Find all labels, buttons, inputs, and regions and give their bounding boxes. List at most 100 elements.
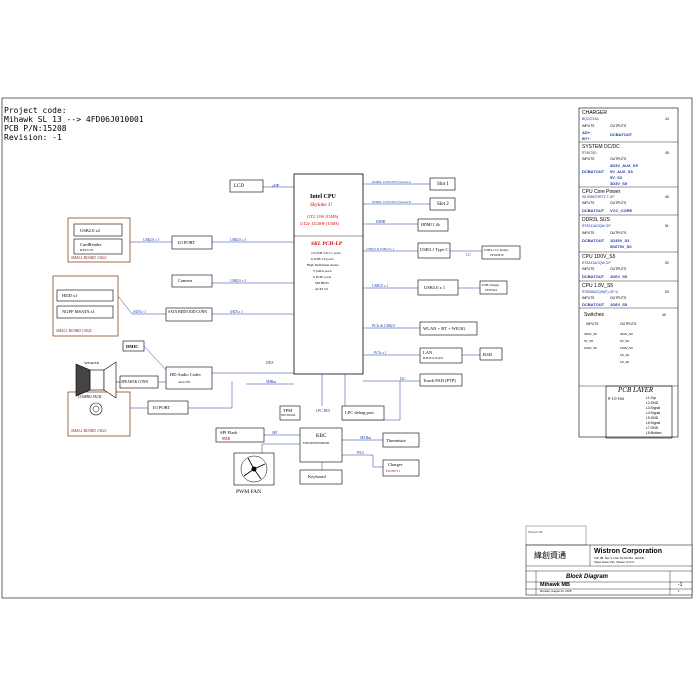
table-switch-page: 40 xyxy=(662,313,666,317)
title-block xyxy=(525,544,693,596)
table-1d8v-title: CPU 1.8V_S5 xyxy=(582,283,614,289)
table-cell: 3D3V_S5 xyxy=(610,181,628,186)
table-dcdc-title: SYSTEM DC/DC xyxy=(582,144,620,150)
pcb-layer-item: L7:GND xyxy=(646,426,659,430)
company-address-1: 21F, 88, Sec.1, Hsin Tai Wu Rd., Hsichih… xyxy=(594,556,645,560)
table-cell: DCBATOUT xyxy=(582,169,605,174)
touchpad-box xyxy=(419,373,463,387)
bus-hda: HDA xyxy=(266,361,274,365)
charger-box xyxy=(382,459,420,477)
tpm-label: TPM xyxy=(283,408,293,413)
bus-typec: USB3.0 & USB2.0 x 1 xyxy=(366,247,395,251)
audio-codec-label: HD Audio Codec xyxy=(170,372,202,377)
table-cell: 5V_AUX_S5 xyxy=(610,169,633,174)
pcb-layer-item: L4:Signal xyxy=(646,411,661,415)
bus-spi: SPI xyxy=(272,431,278,435)
table-cell: 1D8V_S5 xyxy=(610,302,628,307)
pcb-layer-item: L3:Signal xyxy=(646,406,661,410)
small-board-2 xyxy=(52,275,119,337)
table-charger-chip: BQ24725A xyxy=(582,117,599,121)
table-1d0v-title: CPU 1D0V_S5 xyxy=(582,254,616,260)
lcd-label: LCD xyxy=(234,184,244,189)
pch-feature: 3 SATA ports xyxy=(313,269,332,273)
small-board-3 xyxy=(67,391,131,437)
table-header: OUTPUTS xyxy=(610,124,627,128)
io-port2-label: IO PORT xyxy=(153,405,171,410)
kbc-chip: ENE9028/ENE9038 xyxy=(303,441,330,445)
tpm-box xyxy=(279,405,301,421)
pcb-layer-item: L6:Signal xyxy=(646,421,661,425)
table-cell: 1D0V_S5 xyxy=(584,346,597,350)
bus-ddr2: DDR3L 1333/1600 Channel B xyxy=(372,200,411,204)
pcb-layer-stack: 8-1.0-16d xyxy=(608,396,624,401)
usb-charger-label: USB Charger xyxy=(482,283,500,287)
table-cell: DCBATOUT xyxy=(582,274,605,279)
bus-usb20-left2: USB2.0 x 3 xyxy=(230,238,247,242)
touchpad-label: Touch PAD (PTP) xyxy=(423,378,456,383)
io-port-box xyxy=(171,235,213,250)
table-core-title: CPU Core Power xyxy=(582,189,621,195)
pch-feature: 6 PCIE ports xyxy=(313,275,332,279)
table-cell: 3D3V_S5 xyxy=(584,332,597,336)
table-cell: 5V_S5 xyxy=(584,339,594,343)
power-table xyxy=(578,107,679,438)
slot2-box xyxy=(429,197,456,211)
dmic-label: DMIC xyxy=(126,344,139,349)
typec-box xyxy=(417,242,451,259)
bus-lpc: LPC BUS xyxy=(316,409,331,413)
table-cell: 3D3V_AUX_S5 xyxy=(610,163,638,168)
doc-title: Block Diagram xyxy=(566,574,609,580)
table-cell: DCBATOUT xyxy=(582,302,605,307)
kbc-label: KBC xyxy=(316,434,327,439)
keyboard-label: Keyboard xyxy=(308,474,326,479)
lpc-debug-label: LPC debug port xyxy=(345,410,374,415)
chinese-logo: 緯創資通 xyxy=(534,551,566,560)
sata-conn-box xyxy=(165,307,213,322)
revision: Revision: -1 xyxy=(4,133,62,142)
bus-smbus: SMBus xyxy=(266,380,277,384)
table-core-chip: ISL95857HRTZ-T-GP xyxy=(582,195,615,199)
kbc-box xyxy=(299,427,343,463)
table-ddr-page: 51 xyxy=(665,224,669,228)
bus-sata2: SATA x 1 xyxy=(230,310,243,314)
spi-flash-box xyxy=(215,427,265,443)
combo-jack-label: COMBO JACK xyxy=(78,395,102,399)
title-block-project: Mihawk MB xyxy=(528,530,543,534)
project-code-label: Project code: xyxy=(4,106,67,115)
usb20x2-label: USB2.0 x2 xyxy=(80,228,101,233)
lan-chip-label: RTL8111GUS xyxy=(423,356,444,360)
hdmi-box xyxy=(417,218,449,232)
table-header: OUTPUTS xyxy=(610,201,627,205)
table-cell: VCC_CORE xyxy=(610,208,633,213)
company-name: Wistron Corporation xyxy=(594,548,662,555)
project-name: Mihawk SL 13 --> 4FD06J010001 xyxy=(4,115,144,124)
table-cell: BT+ xyxy=(582,136,590,141)
table-charger-title: CHARGER xyxy=(582,110,608,116)
fan-icon xyxy=(233,452,275,486)
table-1d0v-page: 52 xyxy=(665,261,669,265)
table-header: OUTPUTS xyxy=(620,322,637,326)
wlan-box xyxy=(419,321,478,336)
table-header: INPUTS xyxy=(582,201,595,205)
bus-smbus-kbc: SM Bus xyxy=(360,436,372,440)
small-board-2-label: SMALL BOARD 15824 xyxy=(56,329,92,333)
bus-i2c: I2C xyxy=(400,377,406,381)
keyboard-box xyxy=(299,469,343,485)
pcb-layer-title: PCB LAYER xyxy=(618,386,654,394)
pcb-layer-item: L8:Bottom xyxy=(646,431,662,435)
io-port2-box xyxy=(147,400,189,415)
tpm-chip: NPCT650JA xyxy=(281,414,296,417)
table-cell: 3D3V_S0 xyxy=(620,332,633,336)
pch-feature: 6 USB 3.0 ports xyxy=(311,257,334,261)
usb30-box xyxy=(417,279,459,296)
table-dcdc-page: 45 xyxy=(665,151,669,155)
pcb-number: PCB P/N:15208 xyxy=(4,124,67,133)
table-cell: 0D675V_S0 xyxy=(610,244,632,249)
table-header: INPUTS xyxy=(582,231,595,235)
cpu-sub: Skylake U xyxy=(310,202,333,208)
table-1d0v-chip: RT8231AGQW-GP xyxy=(582,261,611,265)
table-header: INPUTS xyxy=(582,296,595,300)
table-header: INPUTS xyxy=(582,267,595,271)
table-cell: DCBATOUT xyxy=(610,132,633,137)
doc-date: Monday, August 24, 2015 xyxy=(540,589,572,593)
